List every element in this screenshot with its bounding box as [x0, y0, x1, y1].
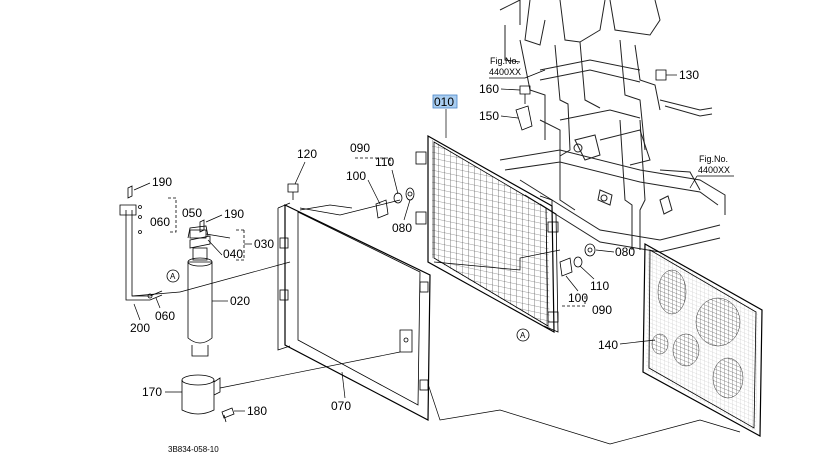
- callout-100-left[interactable]: 100: [346, 169, 366, 183]
- callout-050[interactable]: 050: [182, 206, 202, 220]
- figure-reference-right[interactable]: Fig.No. 4400XX: [689, 154, 734, 189]
- bolt-190-lower[interactable]: [199, 219, 205, 233]
- bolt-120[interactable]: [287, 183, 299, 200]
- dryer-bracket[interactable]: [181, 374, 221, 415]
- drawing-code: 3B834-058-10: [168, 445, 219, 454]
- condenser-frame[interactable]: [277, 202, 431, 421]
- callout-200[interactable]: 200: [130, 321, 150, 335]
- fig-ref-title: Fig.No.: [490, 56, 519, 66]
- selected-part-highlight: [432, 94, 458, 109]
- callout-060-upper[interactable]: 060: [150, 215, 170, 229]
- fastener-set-left[interactable]: [375, 187, 415, 219]
- callout-110-left[interactable]: 110: [375, 155, 394, 169]
- callout-140[interactable]: 140: [598, 338, 618, 352]
- fig-ref-number-2[interactable]: 4400XX: [698, 165, 730, 175]
- callout-080-right[interactable]: 080: [615, 245, 635, 259]
- callout-060-lower[interactable]: 060: [155, 309, 175, 323]
- pipe-200[interactable]: [119, 204, 181, 301]
- fig-ref-number[interactable]: 4400XX: [489, 67, 521, 77]
- callout-020[interactable]: 020: [230, 294, 250, 308]
- svg-text:A: A: [170, 272, 176, 281]
- receiver-dryer[interactable]: [187, 235, 213, 357]
- callout-010[interactable]: 010: [434, 95, 454, 109]
- callout-090-left[interactable]: 090: [350, 141, 370, 155]
- reference-marker-a-right[interactable]: A: [516, 328, 530, 342]
- fastener-set-right[interactable]: [559, 243, 596, 277]
- callout-190-upper[interactable]: 190: [152, 175, 172, 189]
- bolt-160[interactable]: [519, 85, 531, 104]
- callout-090-right[interactable]: 090: [592, 303, 612, 317]
- callout-130[interactable]: 130: [679, 68, 699, 82]
- pipe-connector-040[interactable]: [187, 225, 231, 239]
- reference-marker-a-left[interactable]: A: [166, 269, 180, 283]
- callout-170[interactable]: 170: [142, 385, 162, 399]
- callout-190-lower[interactable]: 190: [224, 207, 244, 221]
- callout-070[interactable]: 070: [331, 399, 351, 413]
- condenser[interactable]: [415, 134, 559, 334]
- tractor-frame-drawing: [499, 0, 726, 253]
- dust-screen[interactable]: [642, 242, 763, 438]
- callout-040[interactable]: 040: [223, 247, 243, 261]
- callout-110-right[interactable]: 110: [590, 279, 609, 293]
- bolt-130[interactable]: [655, 69, 667, 81]
- callout-150[interactable]: 150: [479, 109, 499, 123]
- callout-080-left[interactable]: 080: [392, 221, 412, 235]
- bracket-150[interactable]: [515, 105, 533, 131]
- callout-030[interactable]: 030: [254, 237, 274, 251]
- callout-160[interactable]: 160: [479, 82, 499, 96]
- svg-text:A: A: [520, 331, 526, 340]
- fig-ref-title-2: Fig.No.: [699, 154, 728, 164]
- callout-180[interactable]: 180: [247, 404, 267, 418]
- bolt-190-upper[interactable]: [127, 185, 133, 199]
- callout-100-right[interactable]: 100: [568, 291, 588, 305]
- bolt-180[interactable]: [221, 407, 235, 423]
- callout-120[interactable]: 120: [297, 147, 317, 161]
- figure-reference-upper[interactable]: Fig.No. 4400XX: [489, 56, 546, 79]
